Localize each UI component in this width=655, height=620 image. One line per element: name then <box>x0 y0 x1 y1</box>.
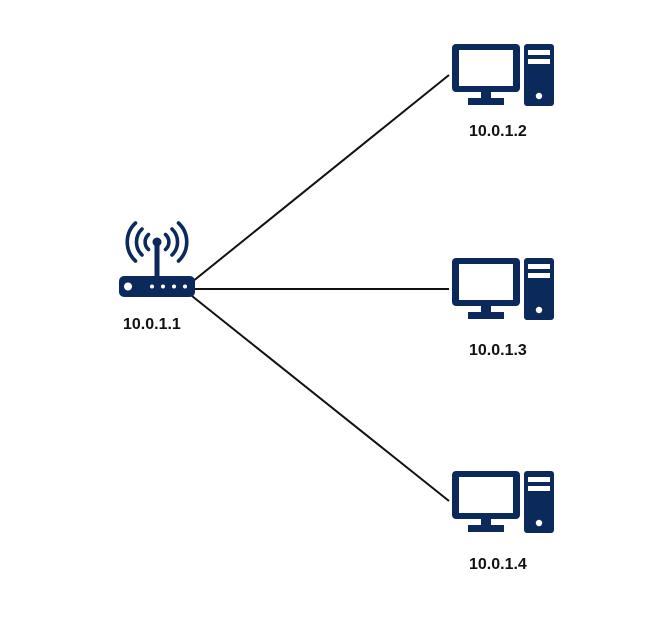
link-router-to-pc3 <box>191 295 450 502</box>
desktop-computer-icon <box>450 256 556 322</box>
link-router-to-pc1 <box>191 74 450 283</box>
router-ip-label: 10.0.1.1 <box>123 316 181 333</box>
computer-ip-label-2: 10.0.1.3 <box>469 342 527 359</box>
computer-ip-label-1: 10.0.1.2 <box>469 123 527 140</box>
computer-ip-label-3: 10.0.1.4 <box>469 556 527 573</box>
desktop-computer-icon <box>450 42 556 108</box>
wifi-router-icon <box>115 218 199 300</box>
desktop-computer-icon <box>450 469 556 535</box>
